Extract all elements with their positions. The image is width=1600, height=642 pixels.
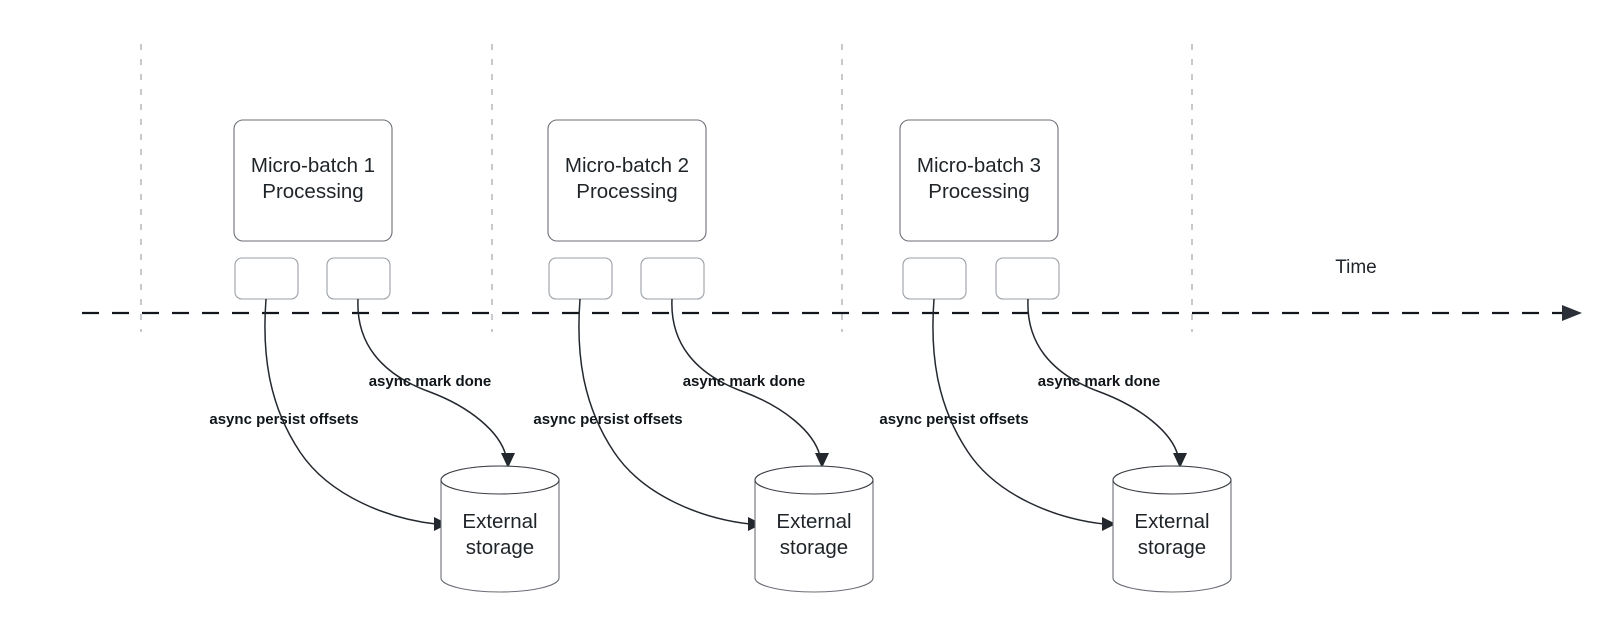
micro-batch-box-3[interactable] <box>899 119 1059 242</box>
micro-batch-label-line2-3: Processing <box>928 180 1029 203</box>
external-storage-cylinder-top-3 <box>1112 465 1232 495</box>
async-persist-offsets-3-label: async persist offsets <box>879 411 1028 428</box>
micro-batch-label-line2-2: Processing <box>576 180 677 203</box>
micro-batch-groups: Micro-batch 1 Processing async persist off… <box>209 119 1232 593</box>
async-persist-offsets-1-curve <box>264 298 437 525</box>
micro-batch-group-1: Micro-batch 1 Processing async persist off… <box>209 119 560 593</box>
task-box-mark-3[interactable] <box>995 257 1060 300</box>
async-mark-done-1-curve <box>357 298 507 457</box>
micro-batch-label-line2-1: Processing <box>262 180 363 203</box>
timeline-axis-label: Time <box>1335 257 1377 278</box>
external-storage-label-line1-2: External <box>776 510 851 533</box>
micro-batch-box-2[interactable] <box>547 119 707 242</box>
async-mark-done-2-label: async mark done <box>683 373 806 390</box>
external-storage-label-line1-1: External <box>462 510 537 533</box>
task-box-persist-2[interactable] <box>548 257 613 300</box>
external-storage-cylinder-top-1 <box>440 465 560 495</box>
external-storage-cylinder-top-2 <box>754 465 874 495</box>
timeline-axis-group: Time <box>82 257 1582 321</box>
micro-batch-group-2: Micro-batch 2 Processing async persist off… <box>533 119 874 593</box>
async-mark-done-1-arrowhead-icon <box>501 453 515 468</box>
task-box-mark-2[interactable] <box>640 257 705 300</box>
external-storage-label-line2-1: storage <box>466 536 534 559</box>
async-mark-done-2-curve <box>671 298 821 457</box>
external-storage-label-line2-2: storage <box>780 536 848 559</box>
async-mark-done-3-arrowhead-icon <box>1173 453 1187 468</box>
micro-batch-box-1[interactable] <box>233 119 393 242</box>
async-mark-done-3-label: async mark done <box>1038 373 1161 390</box>
async-persist-offsets-2-label: async persist offsets <box>533 411 682 428</box>
async-mark-done-2-arrowhead-icon <box>815 453 829 468</box>
micro-batch-label-line1-3: Micro-batch 3 <box>917 154 1041 177</box>
task-box-persist-3[interactable] <box>902 257 967 300</box>
async-persist-offsets-2-curve <box>578 298 751 525</box>
external-storage-label-line2-3: storage <box>1138 536 1206 559</box>
async-persist-offsets-1-label: async persist offsets <box>209 411 358 428</box>
async-mark-done-1-label: async mark done <box>369 373 492 390</box>
micro-batch-group-3: Micro-batch 3 Processing async persist off… <box>879 119 1232 593</box>
timeline-arrowhead-icon <box>1562 305 1582 321</box>
external-storage-label-line1-3: External <box>1134 510 1209 533</box>
task-box-persist-1[interactable] <box>234 257 299 300</box>
task-box-mark-1[interactable] <box>326 257 391 300</box>
async-mark-done-3-curve <box>1027 298 1179 457</box>
async-persist-offsets-3-arrowhead-icon <box>1102 517 1116 531</box>
micro-batch-label-line1-2: Micro-batch 2 <box>565 154 689 177</box>
micro-batch-label-line1-1: Micro-batch 1 <box>251 154 375 177</box>
async-persist-offsets-3-curve <box>932 298 1105 525</box>
divider-lines-group <box>140 44 1193 332</box>
